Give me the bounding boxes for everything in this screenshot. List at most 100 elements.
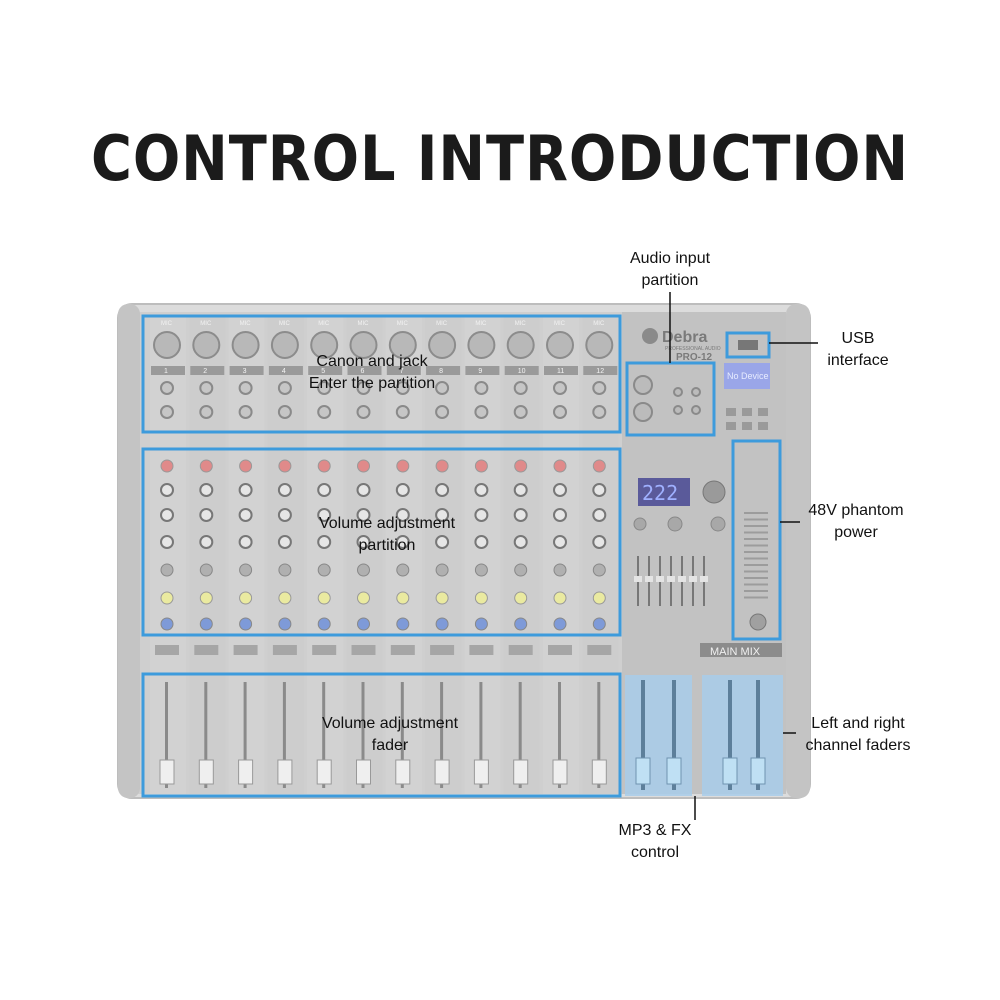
fx-knob [702, 480, 726, 504]
eq-knob [474, 535, 489, 549]
channel-input-label: MIC [200, 321, 212, 327]
fx-knob [239, 591, 253, 605]
eq-knob [435, 483, 450, 497]
line-input [317, 381, 332, 395]
gain-knob [396, 459, 410, 473]
line-input [513, 381, 528, 395]
fader-track [204, 682, 208, 788]
fx-knob [317, 591, 331, 605]
geq-knob [656, 576, 664, 582]
xlr-input [349, 331, 378, 359]
brand-subtitle: PROFESSIONAL AUDIO [665, 346, 721, 352]
eq-knob [238, 535, 253, 549]
meter-led [744, 551, 768, 553]
callout-volume-adjust: Volume adjustment partition [318, 515, 456, 554]
fader-knob [473, 759, 489, 785]
geq-knob [634, 576, 642, 582]
channel-number-bar [347, 366, 382, 375]
channel-input-label: MIC [436, 321, 448, 327]
eq-knob [199, 483, 214, 497]
pan-knob [514, 617, 528, 631]
eq-knob [238, 483, 253, 497]
brand-name: Debra [662, 329, 707, 346]
usb-port [738, 340, 758, 350]
mixer-side-left [118, 304, 140, 798]
channel-number: 7 [400, 368, 404, 375]
pan-knob [199, 617, 213, 631]
line-input [160, 381, 174, 395]
aux-knob [160, 563, 174, 577]
mute-button [548, 645, 572, 655]
usb-screen-text: No Device [727, 371, 769, 381]
line-input [238, 381, 253, 395]
mute-button [194, 645, 219, 655]
channel-number: 4 [282, 368, 286, 375]
pan-knob [239, 617, 253, 631]
eq-knob [395, 508, 410, 522]
channel-number: 11 [557, 368, 564, 375]
fader-knob [395, 759, 411, 785]
mp3-fx-fader-region [625, 675, 692, 796]
xlr-input [506, 331, 535, 359]
fader-knob [316, 759, 332, 785]
fader-knob [277, 759, 293, 785]
master-knobs [633, 516, 726, 532]
eq-knob [553, 483, 567, 497]
meter-led [744, 557, 768, 560]
gain-knob [514, 459, 528, 473]
main-mix-bar [700, 643, 782, 657]
eq-knob [513, 508, 528, 522]
line-input [553, 381, 567, 395]
usb-region [725, 331, 771, 359]
gain-knob [474, 459, 488, 473]
channel-number-bar [465, 366, 500, 375]
eq-knob [395, 535, 410, 549]
eq-knob [277, 483, 292, 497]
insert-jack [356, 405, 371, 419]
pan-knob [160, 617, 174, 631]
channel-input-label: MIC [240, 321, 252, 327]
channel-number: 12 [596, 368, 604, 375]
pan-knob [592, 617, 606, 631]
fx-display-text: 222 [642, 481, 678, 505]
eq-knob [474, 508, 489, 522]
meter-led [744, 518, 768, 521]
mute-button [390, 645, 415, 655]
fx-knob [278, 591, 292, 605]
mute-button [272, 645, 297, 655]
fader-knob [434, 759, 450, 785]
fx-knob [357, 591, 370, 605]
aux-knob [514, 563, 528, 577]
mute-button [508, 645, 533, 655]
channel-number-bar [386, 366, 421, 375]
channel-input-label: MIC [475, 321, 487, 327]
fx-knob [160, 591, 174, 605]
channel-input-label: MIC [515, 321, 527, 327]
fx-knob [199, 591, 213, 605]
xlr-input [231, 331, 260, 359]
xlr-input [310, 331, 339, 359]
channel-input-label: MIC [279, 321, 291, 327]
xlr-input [270, 331, 299, 359]
fader-region [141, 672, 622, 798]
level-meter [744, 512, 768, 599]
fader-track [518, 682, 522, 788]
brand-logo [642, 328, 658, 344]
channel-number-bar [426, 366, 461, 375]
eq-knob [356, 508, 371, 522]
usb-screen [724, 363, 770, 389]
gain-knob [357, 459, 370, 473]
meter-led [744, 525, 768, 527]
channel-number: 9 [478, 368, 482, 375]
aux-knob [553, 563, 567, 577]
eq-knob [160, 508, 174, 522]
channel-number-bar [504, 366, 539, 375]
meter-led [744, 577, 768, 579]
insert-jack [277, 405, 292, 419]
lr-faders [722, 680, 766, 790]
meter-led [744, 512, 768, 514]
fader-track [440, 682, 444, 788]
fader-knob [356, 759, 371, 785]
mute-button [587, 645, 612, 655]
gain-knob [553, 459, 567, 473]
